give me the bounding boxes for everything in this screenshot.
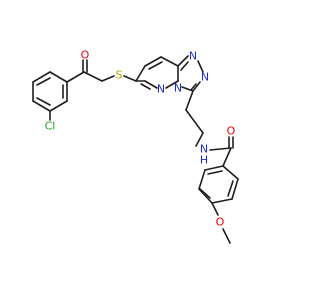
bond [185,90,194,111]
amide-hydrogen-label: H [200,154,208,167]
bond [32,71,51,83]
bond [49,71,68,83]
bond [192,81,201,92]
amide-nitrogen-label: N [200,143,208,156]
bond [32,100,51,112]
bond [181,86,194,92]
bond [222,228,231,244]
bond [190,83,197,91]
triazole-nitrogen-label-1: N [189,50,197,63]
thioether-sulfur-label: S [116,69,123,82]
bond [222,165,239,180]
bond [209,147,232,151]
bond [222,147,232,167]
bond [180,61,189,71]
bond [160,56,179,67]
bond [227,180,234,197]
bond [211,198,233,204]
bond [36,77,51,86]
bond [231,178,239,200]
bond [140,83,151,90]
ketone-oxygen-label: O [81,49,90,62]
bond [204,165,224,171]
bond [207,170,223,175]
bond [185,109,204,134]
molecule-structure-diagram: Cl O S N N N N N H O O [32,49,239,244]
bond [49,100,68,112]
bond [148,61,163,70]
bridgehead-nitrogen-label: N [174,82,182,95]
bond [36,97,51,106]
bond [197,60,204,73]
bond [83,71,103,82]
bond [195,132,204,147]
methoxy-oxygen-label: O [216,216,225,229]
bond [123,75,137,82]
bond [177,55,189,67]
bond [66,71,85,83]
bond [144,80,158,89]
bond [144,56,162,67]
bond [211,202,219,216]
bond [101,75,115,82]
bond [198,169,206,190]
bonds [32,55,239,244]
chlorine-label: Cl [45,120,56,133]
pyridazine-nitrogen-label: N [157,83,165,96]
bond [199,188,211,199]
triazole-nitrogen-label-2: N [201,71,209,84]
amide-oxygen-label: O [227,125,236,138]
bond [198,188,213,204]
molecule-svg: Cl O S N N N N N H O O [32,49,239,244]
bond [165,80,179,89]
bond [135,65,146,82]
